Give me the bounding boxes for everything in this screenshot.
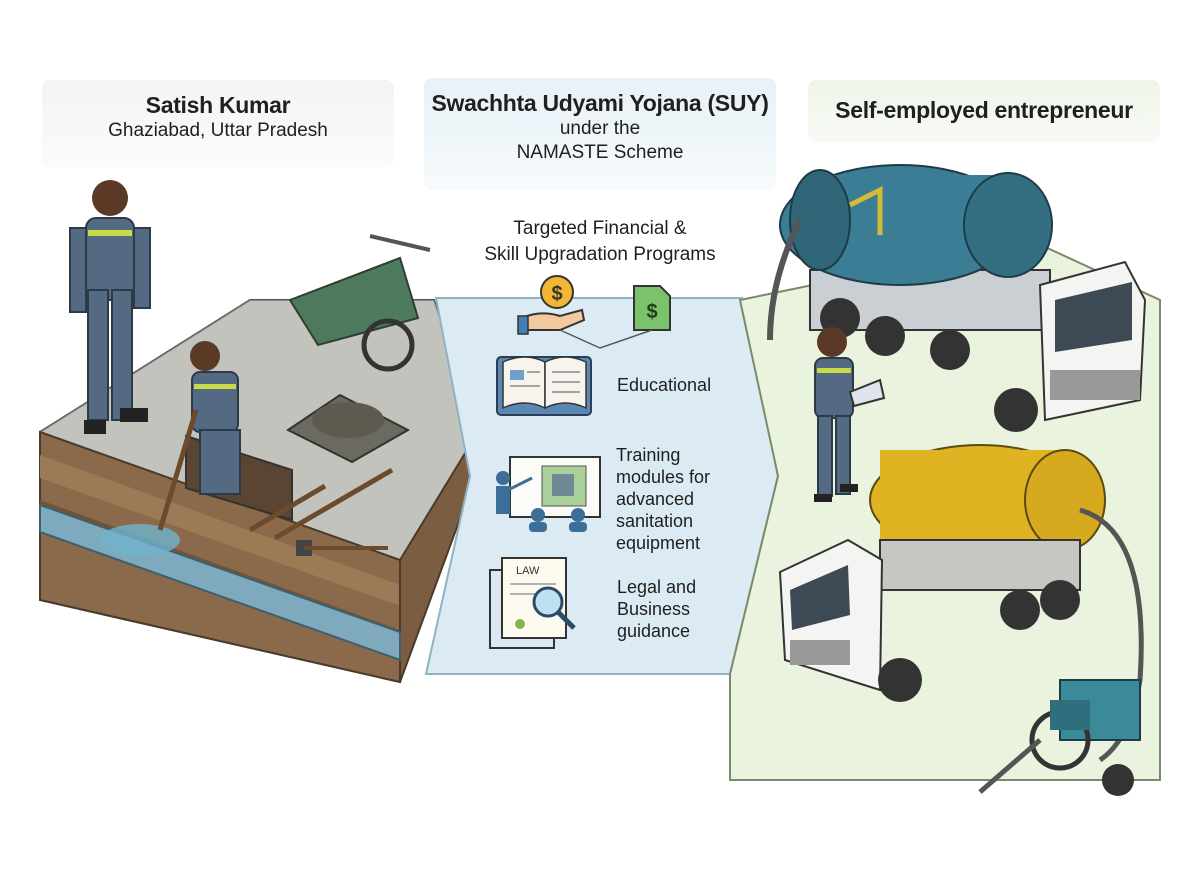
book-icon — [496, 356, 592, 416]
outcome-title: Self-employed entrepreneur — [835, 97, 1133, 123]
scheme-title: Swachhta Udyami Yojana (SUY) — [431, 90, 769, 116]
programs-line-1: Targeted Financial & — [513, 218, 687, 239]
training-line-2: modules for — [616, 467, 711, 487]
yellow-tanker-truck — [778, 444, 1144, 763]
scheme-under-text: under the — [559, 118, 641, 139]
svg-text:$: $ — [551, 283, 562, 305]
educational-label: Educational — [617, 374, 711, 396]
programs-heading: Targeted Financial & Skill Upgradation P… — [430, 216, 770, 268]
legal-line-2: Business — [617, 599, 691, 619]
entrepreneur-equipment-scene — [729, 164, 1161, 796]
training-label: Training modules for advanced sanitation… — [616, 444, 776, 554]
blue-tanker-truck — [767, 164, 1147, 432]
law-tag: LAW — [516, 565, 540, 577]
training-board-icon — [496, 456, 601, 532]
money-document-icon: $ — [633, 285, 671, 331]
legal-line-3: guidance — [617, 621, 691, 641]
svg-text:$: $ — [646, 301, 657, 323]
legal-line-1: Legal and — [617, 577, 697, 597]
scheme-label-card: Swachhta Udyami Yojana (SUY) under the N… — [424, 78, 776, 190]
law-document-icon: LAW — [489, 557, 576, 649]
person-location: Ghaziabad, Uttar Pradesh — [108, 120, 328, 141]
financial-support-icon: $ — [517, 275, 586, 335]
entrepreneur-worker — [814, 327, 886, 502]
outcome-label-card: Self-employed entrepreneur — [808, 80, 1160, 142]
educational-line: Educational — [617, 375, 712, 395]
training-line-1: Training — [616, 445, 681, 465]
training-line-3: advanced sanitation — [616, 489, 695, 531]
scheme-parent: NAMASTE Scheme — [516, 142, 684, 163]
sewer-jetting-machine — [978, 679, 1141, 796]
training-line-4: equipment — [616, 533, 701, 553]
person-label-card: Satish Kumar Ghaziabad, Uttar Pradesh — [42, 80, 394, 168]
person-name: Satish Kumar — [145, 92, 291, 118]
programs-line-2: Skill Upgradation Programs — [484, 244, 716, 265]
manual-sewer-cleaning-scene — [39, 180, 480, 684]
legal-label: Legal and Business guidance — [617, 576, 696, 642]
